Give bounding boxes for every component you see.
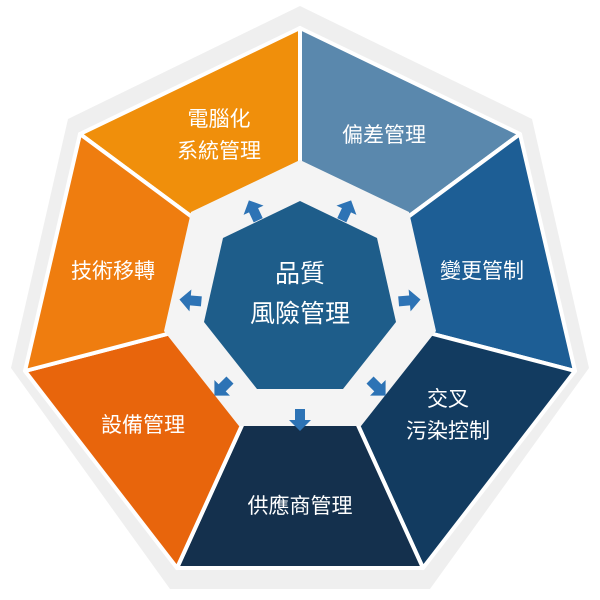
center-label-line-2: 風險管理 xyxy=(250,299,350,328)
arrow-icon xyxy=(179,289,202,312)
segment-label-tech-transfer-line-1: 技術移轉 xyxy=(71,259,155,283)
segment-label-cross-contamination-line-1: 交叉 xyxy=(427,387,469,411)
arrow-icon xyxy=(243,200,264,223)
segment-label-computerized-systems-line-2: 系統管理 xyxy=(177,139,261,163)
segment-label-cross-contamination-line-2: 污染控制 xyxy=(406,419,490,443)
center-label-line-1: 品質 xyxy=(275,259,325,288)
arrow-icon xyxy=(289,409,311,431)
arrow-icon xyxy=(336,200,357,223)
segment-label-computerized-systems-line-1: 電腦化 xyxy=(188,107,251,131)
segment-label-equipment-line-1: 設備管理 xyxy=(101,413,185,437)
arrows-group xyxy=(179,200,421,431)
center-heptagon xyxy=(204,201,396,389)
segment-label-supplier-line-1: 供應商管理 xyxy=(248,494,353,518)
segment-label-deviation-line-1: 偏差管理 xyxy=(342,123,426,147)
segment-label-change-control-line-1: 變更管制 xyxy=(440,259,524,283)
arrow-icon xyxy=(398,289,421,312)
arrow-icon xyxy=(214,376,234,396)
arrow-icon xyxy=(366,376,386,396)
